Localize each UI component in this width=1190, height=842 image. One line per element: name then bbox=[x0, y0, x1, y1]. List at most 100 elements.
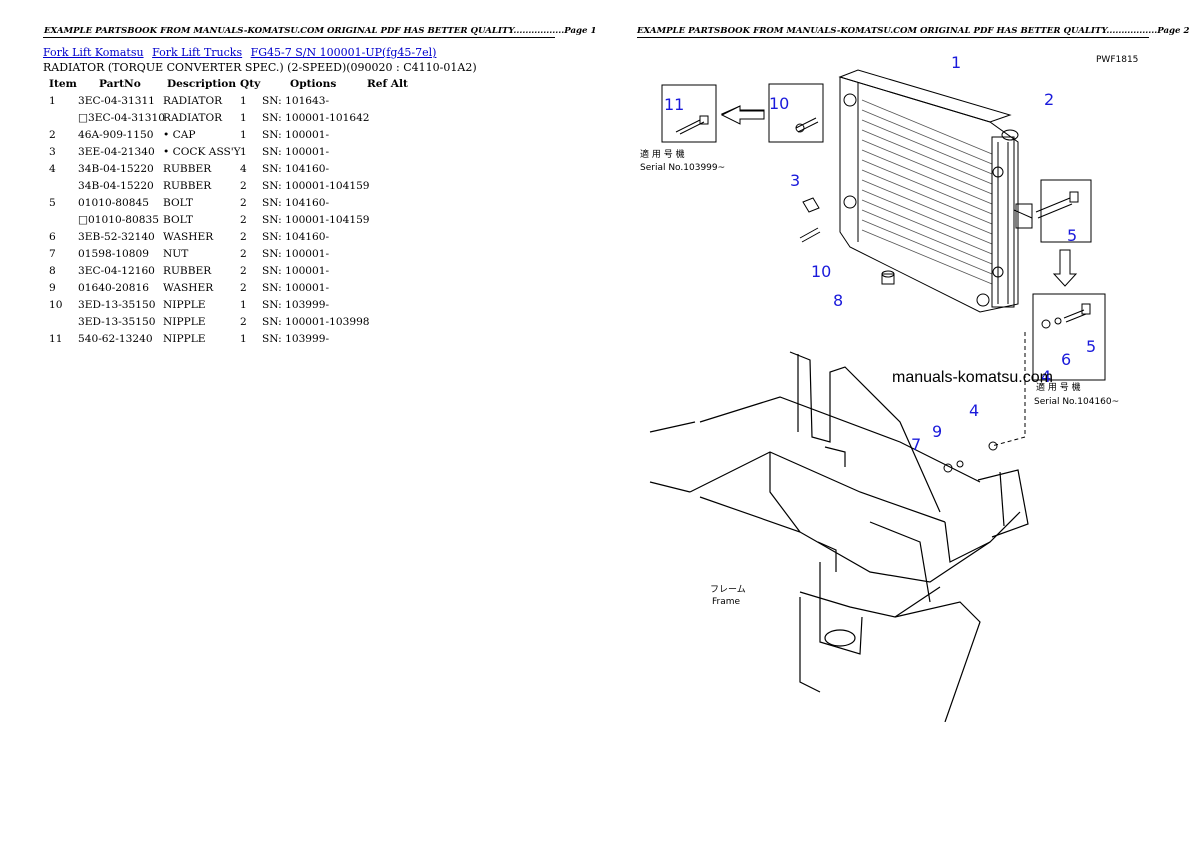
qty-cell: 1 bbox=[240, 129, 247, 141]
description-cell: BOLT bbox=[163, 214, 193, 226]
description-cell: RUBBER bbox=[163, 180, 212, 192]
item-cell: 10 bbox=[49, 299, 63, 311]
item-cell: 4 bbox=[49, 163, 56, 175]
inset-bolt-5 bbox=[1013, 179, 1092, 243]
inset-mount-4-6-5 bbox=[1032, 293, 1106, 381]
partno-cell: □01010-80835 bbox=[78, 214, 159, 226]
qty-cell: 1 bbox=[240, 112, 247, 124]
partno-cell: 3EE-04-21340 bbox=[78, 146, 155, 158]
page2-header-rule bbox=[637, 37, 1149, 38]
page2-header: EXAMPLE PARTSBOOK FROM MANUALS-KOMATSU.C… bbox=[637, 26, 1190, 36]
header-options: Options bbox=[290, 78, 337, 90]
callout-8: 8 bbox=[833, 291, 843, 310]
callout-11: 11 bbox=[664, 95, 684, 114]
description-cell: RADIATOR bbox=[163, 112, 223, 124]
callout-5: 5 bbox=[1086, 337, 1096, 356]
serial-note-jp-1: 適 用 号 機 bbox=[640, 148, 685, 160]
description-cell: BOLT bbox=[163, 197, 193, 209]
item-cell: 5 bbox=[49, 197, 56, 209]
callout-9: 9 bbox=[932, 422, 942, 441]
frame-label: Frame bbox=[712, 597, 741, 607]
options-cell: SN: 100001-101642 bbox=[262, 112, 370, 124]
qty-cell: 2 bbox=[240, 248, 247, 260]
callout-1: 1 bbox=[951, 53, 961, 72]
page-title: RADIATOR (TORQUE CONVERTER SPEC.) (2-SPE… bbox=[43, 61, 477, 74]
qty-cell: 2 bbox=[240, 197, 247, 209]
page1-header-rule bbox=[43, 37, 555, 38]
watermark: manuals-komatsu.com bbox=[892, 369, 1053, 386]
options-cell: SN: 100001- bbox=[262, 265, 330, 277]
description-cell: NIPPLE bbox=[163, 333, 206, 345]
frame-drawing bbox=[649, 351, 1029, 722]
partno-cell: 540-62-13240 bbox=[78, 333, 153, 345]
qty-cell: 1 bbox=[240, 95, 247, 107]
options-cell: SN: 100001- bbox=[262, 282, 330, 294]
breadcrumb-link-model[interactable]: FG45-7 S/N 100001-UP(fg45-7el) bbox=[250, 46, 437, 59]
qty-cell: 4 bbox=[240, 163, 247, 175]
frame-label-jp: フレーム bbox=[710, 584, 746, 595]
diagram-code: PWF1815 bbox=[1096, 55, 1138, 65]
partno-cell: □3EC-04-31310 bbox=[78, 112, 165, 124]
breadcrumb: Fork Lift Komatsu Fork Lift Trucks FG45-… bbox=[43, 46, 441, 59]
header-description: Description bbox=[167, 78, 237, 90]
description-cell: NUT bbox=[163, 248, 189, 260]
item-cell: 7 bbox=[49, 248, 56, 260]
description-cell: • COCK ASS'Y bbox=[163, 146, 241, 158]
partno-cell: 34B-04-15220 bbox=[78, 180, 154, 192]
options-cell: SN: 100001- bbox=[262, 146, 330, 158]
options-cell: SN: 104160- bbox=[262, 163, 330, 175]
options-cell: SN: 100001-103998 bbox=[262, 316, 370, 328]
partno-cell: 34B-04-15220 bbox=[78, 163, 154, 175]
header-partno: PartNo bbox=[99, 78, 141, 90]
item-cell: 8 bbox=[49, 265, 56, 277]
item-cell: 6 bbox=[49, 231, 56, 243]
header-ref-alt: Ref Alt bbox=[367, 78, 408, 90]
partno-cell: 3EC-04-12160 bbox=[78, 265, 155, 277]
breadcrumb-link-fork-lift-komatsu[interactable]: Fork Lift Komatsu bbox=[43, 46, 144, 59]
qty-cell: 1 bbox=[240, 146, 247, 158]
radiator-drawing bbox=[838, 69, 1019, 313]
item-cell: 1 bbox=[49, 95, 56, 107]
callout-7: 7 bbox=[911, 435, 921, 454]
qty-cell: 2 bbox=[240, 316, 247, 328]
callout-10: 10 bbox=[811, 262, 831, 281]
description-cell: RADIATOR bbox=[163, 95, 223, 107]
description-cell: RUBBER bbox=[163, 163, 212, 175]
qty-cell: 1 bbox=[240, 299, 247, 311]
radiator-parts-diagram: PWF1815 適 用 号 機 Serial No.103999~ 適 用 号 … bbox=[640, 53, 1138, 722]
breadcrumb-link-fork-lift-trucks[interactable]: Fork Lift Trucks bbox=[152, 46, 243, 59]
qty-cell: 1 bbox=[240, 333, 247, 345]
options-cell: SN: 103999- bbox=[262, 333, 330, 345]
item-cell: 9 bbox=[49, 282, 56, 294]
options-cell: SN: 104160- bbox=[262, 197, 330, 209]
callout-10-inset: 10 bbox=[769, 94, 789, 113]
qty-cell: 2 bbox=[240, 180, 247, 192]
item-cell: 3 bbox=[49, 146, 56, 158]
page1-header: EXAMPLE PARTSBOOK FROM MANUALS-KOMATSU.C… bbox=[44, 26, 597, 36]
item-cell: 2 bbox=[49, 129, 56, 141]
serial-note-jp-2: 適 用 号 機 bbox=[1036, 381, 1081, 393]
options-cell: SN: 104160- bbox=[262, 231, 330, 243]
partno-cell: 01640-20816 bbox=[78, 282, 149, 294]
options-cell: SN: 100001-104159 bbox=[262, 180, 370, 192]
options-cell: SN: 100001-104159 bbox=[262, 214, 370, 226]
options-cell: SN: 101643- bbox=[262, 95, 330, 107]
callout-4: 4 bbox=[969, 401, 979, 420]
partno-cell: 3ED-13-35150 bbox=[78, 316, 156, 328]
partno-cell: 46A-909-1150 bbox=[78, 129, 154, 141]
qty-cell: 2 bbox=[240, 265, 247, 277]
description-cell: • CAP bbox=[163, 129, 196, 141]
description-cell: NIPPLE bbox=[163, 299, 206, 311]
partno-cell: 01598-10809 bbox=[78, 248, 149, 260]
callout-5-inset: 5 bbox=[1067, 226, 1077, 245]
options-cell: SN: 100001- bbox=[262, 129, 330, 141]
description-cell: WASHER bbox=[163, 231, 214, 243]
qty-cell: 2 bbox=[240, 214, 247, 226]
partno-cell: 01010-80845 bbox=[78, 197, 149, 209]
header-qty: Qty bbox=[240, 78, 261, 90]
callout-4-inset: 4 bbox=[1041, 367, 1051, 386]
options-cell: SN: 100001- bbox=[262, 248, 330, 260]
partno-cell: 3ED-13-35150 bbox=[78, 299, 156, 311]
loose-parts bbox=[799, 197, 998, 473]
serial-note-1: Serial No.103999~ bbox=[640, 163, 725, 173]
